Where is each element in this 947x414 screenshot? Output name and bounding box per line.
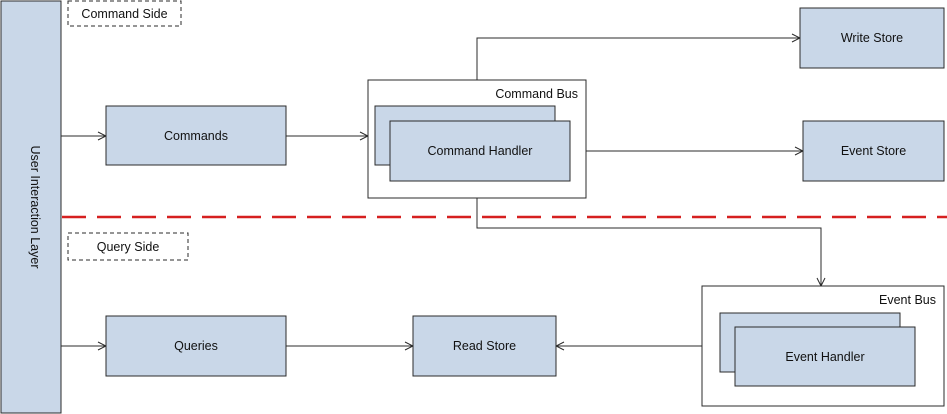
queries-node: Queries [105, 315, 287, 377]
event-bus-node: Event Bus Event Handler [701, 285, 945, 407]
event-bus-label: Event Bus [879, 293, 936, 307]
write-store-label: Write Store [841, 31, 903, 45]
query-side-text: Query Side [97, 240, 160, 254]
command-handler-node [389, 120, 571, 182]
event-store-node: Event Store [802, 120, 945, 182]
user-interaction-layer: User Interaction Layer [0, 0, 62, 414]
command-handler-label: Command Handler [428, 144, 533, 158]
queries-label: Queries [174, 339, 218, 353]
user-interaction-layer-label: User Interaction Layer [28, 146, 42, 269]
command-bus-to-event-bus-arrow [476, 198, 821, 286]
event-store-label: Event Store [841, 144, 906, 158]
event-handler-node [734, 326, 916, 387]
command-side-text: Command Side [81, 7, 167, 21]
command-side-label: Command Side [67, 0, 182, 27]
event-handler-label: Event Handler [785, 350, 864, 364]
command-bus-node: Command Bus Command Handler [367, 79, 587, 199]
commands-label: Commands [164, 129, 228, 143]
query-side-label: Query Side [67, 232, 189, 261]
command-bus-label: Command Bus [495, 87, 578, 101]
command-bus-to-write-store-arrow [476, 38, 800, 80]
read-store-label: Read Store [453, 339, 516, 353]
write-store-node: Write Store [799, 7, 945, 69]
read-store-node: Read Store [412, 315, 557, 377]
commands-node: Commands [105, 105, 287, 166]
connectors [61, 38, 821, 346]
